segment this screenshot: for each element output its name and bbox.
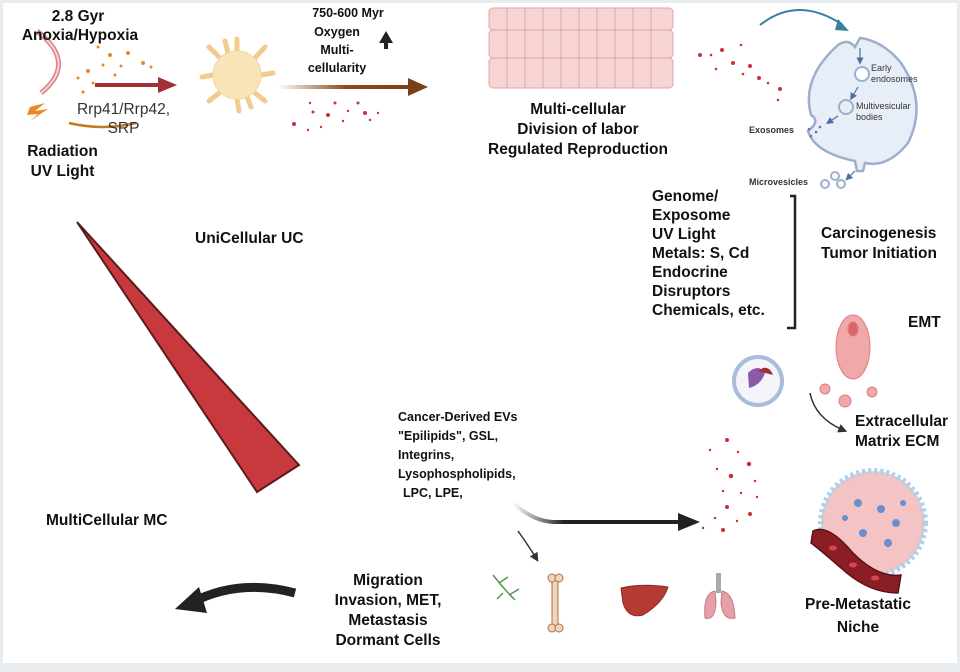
exposome-item: Disruptors [652, 283, 731, 300]
ev-item: "Epilipids", GSL, [398, 429, 499, 443]
label-carcinogenesis: Carcinogenesis [821, 225, 937, 242]
label-regulated: Regulated Reproduction [488, 141, 668, 158]
unicellular-cell-icon [199, 36, 276, 114]
emt-tumor-cluster-icon [819, 314, 878, 408]
organ-arrow [517, 530, 539, 562]
ev-item: Cancer-Derived EVs [398, 410, 518, 424]
label-gyr: 2.8 Gyr [51, 8, 105, 25]
label-tumor-initiation: Tumor Initiation [821, 245, 937, 262]
label-microvesicles: Microvesicles [749, 177, 809, 187]
cell-body-icon [806, 36, 918, 173]
lungs-icon [704, 573, 736, 619]
label-division: Division of labor [517, 121, 639, 138]
arrow-brown [278, 85, 413, 89]
particles-red [292, 43, 782, 132]
exposome-item: Metals: S, Cd [652, 245, 750, 262]
label-oxygen: Oxygen [314, 25, 360, 39]
particles-orange [76, 45, 153, 94]
label-cellularity: cellularity [307, 61, 367, 75]
label-multicellular: Multi-cellular [530, 101, 626, 118]
microvesicles-icon [820, 171, 846, 189]
exposome-item: Chemicals, etc. [652, 302, 765, 319]
multivesicular-body-icon [838, 99, 854, 115]
label-bodies: bodies [856, 112, 883, 122]
label-niche: Niche [836, 619, 880, 636]
migration-item: Migration [353, 572, 423, 589]
label-multi: Multi- [320, 43, 354, 57]
label-multicellular-mc: MultiCellular MC [46, 512, 168, 529]
epithelium-tissue-icon [488, 7, 674, 89]
exposome-item: Genome/ [652, 188, 719, 205]
label-unicellular: UniCellular UC [195, 230, 304, 247]
diagram-canvas: 2.8 Gyr Anoxia/Hypoxia 750-600 Myr Oxyge… [3, 3, 957, 663]
ev-arrow [511, 501, 683, 524]
label-emt: EMT [908, 314, 941, 331]
label-matrix-ecm: Matrix ECM [855, 433, 940, 450]
bracket [787, 194, 797, 330]
migration-arrow [188, 582, 297, 607]
ev-item: Integrins, [398, 448, 455, 462]
pre-metastatic-niche-icon [810, 468, 928, 594]
label-multivesicular: Multivesicular [856, 101, 911, 111]
exposome-item: UV Light [652, 226, 716, 243]
label-extracellular: Extracellular [855, 413, 949, 430]
label-myr: 750-600 Myr [312, 6, 384, 20]
label-radiation: Radiation [27, 143, 98, 160]
label-exosomes: Exosomes [749, 125, 795, 135]
ev-item: LPC, LPE, [403, 486, 463, 500]
early-endosome-icon [854, 66, 870, 82]
ev-item: Lysophospholipids, [398, 467, 516, 481]
label-rrp: Rrp41/Rrp42, [76, 101, 171, 118]
lightning-icon [27, 103, 48, 121]
label-early: Early [871, 63, 892, 73]
exosome-dots [807, 125, 822, 138]
diagram-graphics [27, 7, 928, 633]
lymph-vessel-icon [492, 574, 520, 601]
particles-ev [701, 438, 759, 532]
up-arrow-icon [379, 31, 393, 49]
label-anoxia: Anoxia/Hypoxia [21, 27, 139, 44]
emt-arrow [809, 392, 848, 433]
label-pre-metastatic: Pre-Metastatic [805, 596, 911, 613]
migration-item: Metastasis [348, 612, 428, 629]
label-endosomes: endosomes [871, 74, 918, 84]
migration-item: Invasion, MET, [334, 592, 442, 609]
label-srp: SRP [107, 120, 140, 137]
liver-icon [620, 584, 669, 617]
label-uv: UV Light [30, 163, 95, 180]
exposome-item: Exposome [652, 207, 731, 224]
epithelium-cell-walls [506, 8, 652, 88]
exposome-item: Endocrine [652, 264, 728, 281]
uc-mc-triangle [76, 221, 301, 494]
rna-icon [68, 121, 137, 129]
cell-arrow-curved [759, 9, 844, 26]
bone-icon [547, 573, 564, 633]
migration-item: Dormant Cells [335, 632, 441, 649]
